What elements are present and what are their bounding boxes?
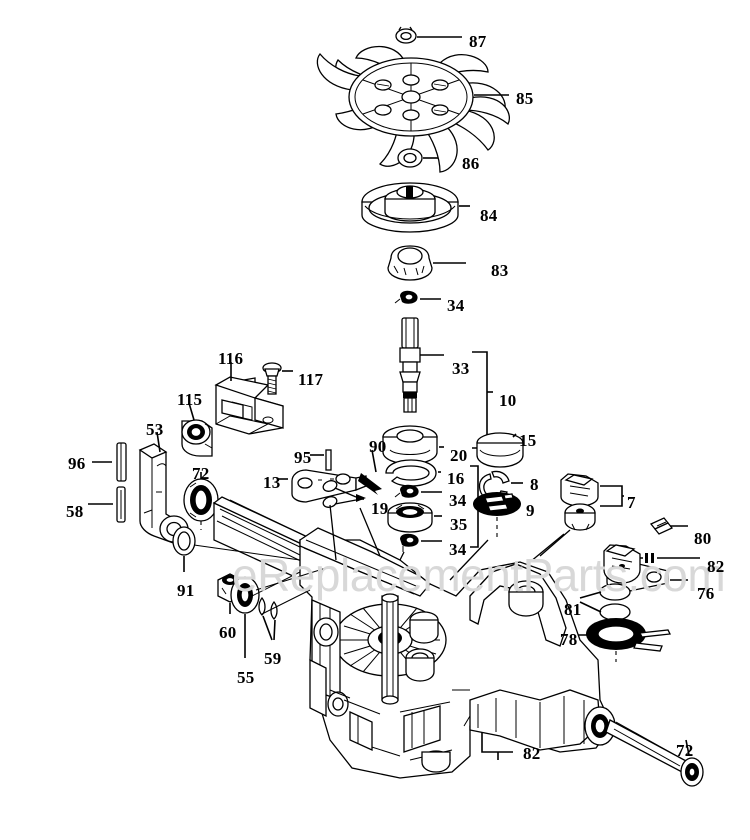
callout-90: 90 bbox=[369, 437, 387, 456]
callout-34-mid: 34 bbox=[449, 491, 467, 510]
part-80-pin bbox=[649, 517, 688, 535]
part-90-spring bbox=[358, 449, 382, 495]
callout-53: 53 bbox=[146, 420, 164, 439]
callout-19: 19 bbox=[371, 499, 389, 518]
part-87-clip bbox=[395, 26, 462, 44]
callout-58: 58 bbox=[66, 502, 84, 521]
part-34-washer-top bbox=[394, 290, 441, 304]
part-86-washer bbox=[397, 148, 438, 168]
part-81-bushings bbox=[579, 583, 631, 621]
part-34-washer-mid bbox=[394, 484, 442, 498]
leader-lines bbox=[193, 504, 565, 615]
part-9-clip bbox=[473, 492, 521, 540]
part-95-pin bbox=[310, 449, 332, 471]
callout-16: 16 bbox=[447, 469, 465, 488]
part-53-control-arm bbox=[138, 431, 189, 545]
part-58-pin bbox=[88, 486, 126, 523]
callout-115: 115 bbox=[177, 390, 203, 409]
callout-78: 78 bbox=[560, 630, 578, 649]
callout-82-right: 82 bbox=[707, 557, 725, 576]
part-117-bolt bbox=[262, 362, 293, 395]
part-19-cotter-pins bbox=[322, 480, 366, 508]
part-59-keys bbox=[258, 596, 278, 641]
callout-95: 95 bbox=[294, 448, 312, 467]
part-55-washer bbox=[230, 576, 260, 658]
callout-33: 33 bbox=[452, 359, 470, 378]
part-78-brake-disc bbox=[578, 612, 672, 662]
callout-86: 86 bbox=[462, 154, 480, 173]
callout-10: 10 bbox=[499, 391, 517, 410]
part-20-bearing-housing bbox=[382, 425, 444, 465]
callout-80: 80 bbox=[694, 529, 712, 548]
part-84-pulley bbox=[361, 182, 470, 233]
callout-13: 13 bbox=[263, 473, 281, 492]
callout-87: 87 bbox=[469, 32, 487, 51]
callout-84: 84 bbox=[480, 206, 498, 225]
part-83-nut bbox=[387, 245, 466, 281]
callout-82-bottom: 82 bbox=[523, 744, 541, 763]
callout-72-right: 72 bbox=[676, 741, 694, 760]
callout-34-bot: 34 bbox=[449, 540, 467, 559]
part-91-seal bbox=[172, 526, 196, 572]
callout-60: 60 bbox=[219, 623, 237, 642]
callout-91: 91 bbox=[177, 581, 195, 600]
part-85-fan bbox=[316, 46, 510, 173]
callout-76: 76 bbox=[697, 584, 715, 603]
callout-96: 96 bbox=[68, 454, 86, 473]
part-15-cap bbox=[476, 432, 524, 468]
part-96-pin bbox=[92, 442, 127, 482]
callout-20: 20 bbox=[450, 446, 468, 465]
callout-59: 59 bbox=[264, 649, 282, 668]
axle-shaft-right bbox=[605, 719, 704, 787]
callout-85: 85 bbox=[516, 89, 534, 108]
transmission-housing bbox=[299, 527, 616, 779]
part-16-snap-ring bbox=[385, 459, 441, 487]
part-34-washer-bot bbox=[400, 533, 442, 552]
callout-55: 55 bbox=[237, 668, 255, 687]
callout-8: 8 bbox=[530, 475, 539, 494]
part-7-bracket bbox=[539, 473, 624, 557]
part-115-bushing bbox=[181, 402, 213, 457]
part-35-seal bbox=[387, 502, 442, 533]
part-116-bracket bbox=[214, 362, 284, 435]
callout-35: 35 bbox=[450, 515, 468, 534]
callout-116: 116 bbox=[218, 349, 244, 368]
callout-72-left: 72 bbox=[192, 464, 210, 483]
part-33-shaft bbox=[399, 317, 493, 548]
callout-7: 7 bbox=[627, 493, 636, 512]
callout-81: 81 bbox=[564, 600, 582, 619]
callout-9: 9 bbox=[526, 501, 535, 520]
part-13-link-rod bbox=[278, 469, 367, 503]
callout-83: 83 bbox=[491, 261, 509, 280]
callout-117: 117 bbox=[298, 370, 324, 389]
callout-34-top: 34 bbox=[447, 296, 465, 315]
callout-15: 15 bbox=[519, 431, 537, 450]
